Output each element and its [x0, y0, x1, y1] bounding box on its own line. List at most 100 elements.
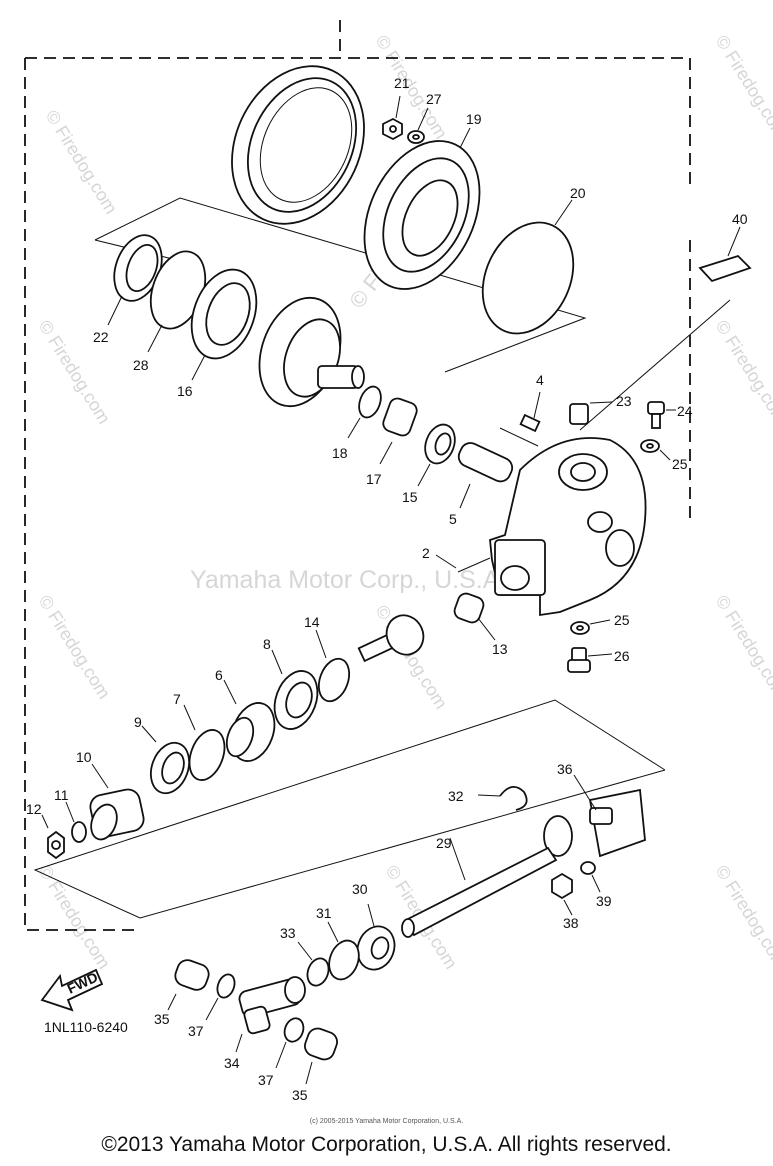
part-label-4: 4	[536, 372, 544, 388]
part-label-7: 7	[173, 691, 181, 707]
washer-part-31	[327, 921, 360, 981]
brand-watermark: © Firedog.com	[712, 317, 773, 428]
washer-part-39	[580, 861, 601, 893]
nut-part-38	[551, 872, 573, 916]
plug-part-23	[569, 401, 613, 425]
o-ring-part-7	[183, 704, 226, 781]
part-label-39: 39	[596, 893, 612, 909]
part-label-12: 12	[26, 801, 42, 817]
bearing-part-16	[190, 268, 258, 381]
nut-part-12	[41, 814, 65, 860]
o-ring-part-20	[481, 199, 575, 335]
part-label-14: 14	[304, 614, 320, 630]
part-label-28: 28	[133, 357, 149, 373]
cover-part-36	[573, 774, 646, 858]
universal-joint-part-34	[235, 976, 306, 1053]
copyright-notice: ©2013 Yamaha Motor Corporation, U.S.A. A…	[101, 1133, 672, 1156]
bushing-part-35-lower	[304, 1027, 338, 1085]
bolt-part-24	[647, 401, 676, 429]
brand-watermark: © Firedog.com	[35, 592, 115, 703]
nut-part-21	[382, 95, 403, 141]
part-label-10: 10	[76, 749, 92, 765]
bearing-housing-part-6	[223, 679, 276, 762]
part-label-40: 40	[732, 211, 748, 227]
part-label-8: 8	[263, 636, 271, 652]
bushing-part-35-upper	[167, 959, 210, 1011]
washer-part-11	[65, 801, 87, 843]
brand-watermark: © Firedog.com	[712, 592, 773, 703]
bearing-part-15	[417, 423, 456, 487]
diagram-code: 1NL110-6240	[44, 1019, 128, 1035]
circlip-part-33	[297, 941, 330, 987]
seal-part-9	[141, 725, 191, 795]
bearing-part-8	[271, 649, 319, 730]
ring-cover-part	[231, 65, 365, 225]
brand-watermark: © Firedog.com	[35, 862, 115, 973]
part-label-20: 20	[570, 185, 586, 201]
final-gear-housing	[489, 437, 647, 617]
part-label-37-lower: 37	[258, 1072, 274, 1088]
part-labels: 21 27 19 20 40 22 28 16 4 23 24 25 18 17…	[26, 75, 748, 1103]
part-label-25: 25	[672, 456, 688, 472]
stud-part-2	[435, 554, 491, 573]
circlip-part-32	[477, 786, 528, 811]
seal-housing-part-19	[363, 127, 481, 290]
washer-part-25-upper	[640, 439, 671, 461]
part-label-6: 6	[215, 667, 223, 683]
part-label-23: 23	[616, 393, 632, 409]
bearing-part-30	[356, 903, 396, 971]
part-label-27: 27	[426, 91, 442, 107]
brand-watermark: © Firedog.com	[712, 32, 773, 143]
part-label-31: 31	[316, 905, 332, 921]
forward-arrow-icon: FWD	[40, 969, 104, 1012]
brand-watermark: © Firedog.com	[42, 107, 122, 218]
center-watermark: Yamaha Motor Corp., U.S.A.	[190, 566, 506, 594]
collar-part-17	[379, 397, 418, 465]
part-label-19: 19	[466, 111, 482, 127]
part-label-34: 34	[224, 1055, 240, 1071]
label-plate-part-40	[698, 226, 752, 283]
part-label-35-lower: 35	[292, 1087, 308, 1103]
part-label-35: 35	[154, 1011, 170, 1027]
part-label-2: 2	[422, 545, 430, 561]
ring-gear-part	[258, 296, 365, 408]
part-label-17: 17	[366, 471, 382, 487]
seal-part-22	[107, 234, 163, 326]
dashed-enclosure	[24, 20, 691, 931]
drive-shaft-part-29	[401, 815, 573, 938]
part-label-15: 15	[402, 489, 418, 505]
part-label-25-lower: 25	[614, 612, 630, 628]
part-label-29: 29	[436, 835, 452, 851]
bushing-part-13	[453, 592, 496, 641]
part-label-26: 26	[614, 648, 630, 664]
shim-part-14	[315, 629, 351, 703]
part-label-37: 37	[188, 1023, 204, 1039]
part-label-18: 18	[332, 445, 348, 461]
part-label-24: 24	[677, 403, 693, 419]
part-label-32: 32	[448, 788, 464, 804]
part-label-21: 21	[394, 75, 410, 91]
washer-part-37-lower	[275, 1017, 305, 1069]
drain-bolt-part-26	[567, 647, 613, 673]
shim-part-18	[347, 385, 382, 439]
bolt-part-4	[499, 391, 541, 447]
small-copyright: (c) 2005-2015 Yamaha Motor Corporation, …	[309, 1118, 464, 1125]
part-label-9: 9	[134, 714, 142, 730]
part-label-30: 30	[352, 881, 368, 897]
part-label-33: 33	[280, 925, 296, 941]
washer-part-37-upper	[205, 973, 236, 1021]
brand-watermark: © Firedog.com	[712, 862, 773, 973]
washer-part-25-lower	[570, 619, 611, 635]
sleeve-part-5	[457, 442, 514, 509]
part-label-11: 11	[54, 787, 69, 803]
part-label-38: 38	[563, 915, 579, 931]
coupling-part-10	[89, 763, 145, 841]
pinion-gear-part	[357, 614, 425, 663]
part-label-22: 22	[93, 329, 109, 345]
part-label-36: 36	[557, 761, 573, 777]
part-label-13: 13	[492, 641, 508, 657]
part-label-5: 5	[449, 511, 457, 527]
part-label-16: 16	[177, 383, 193, 399]
washer-part-27	[407, 107, 429, 144]
